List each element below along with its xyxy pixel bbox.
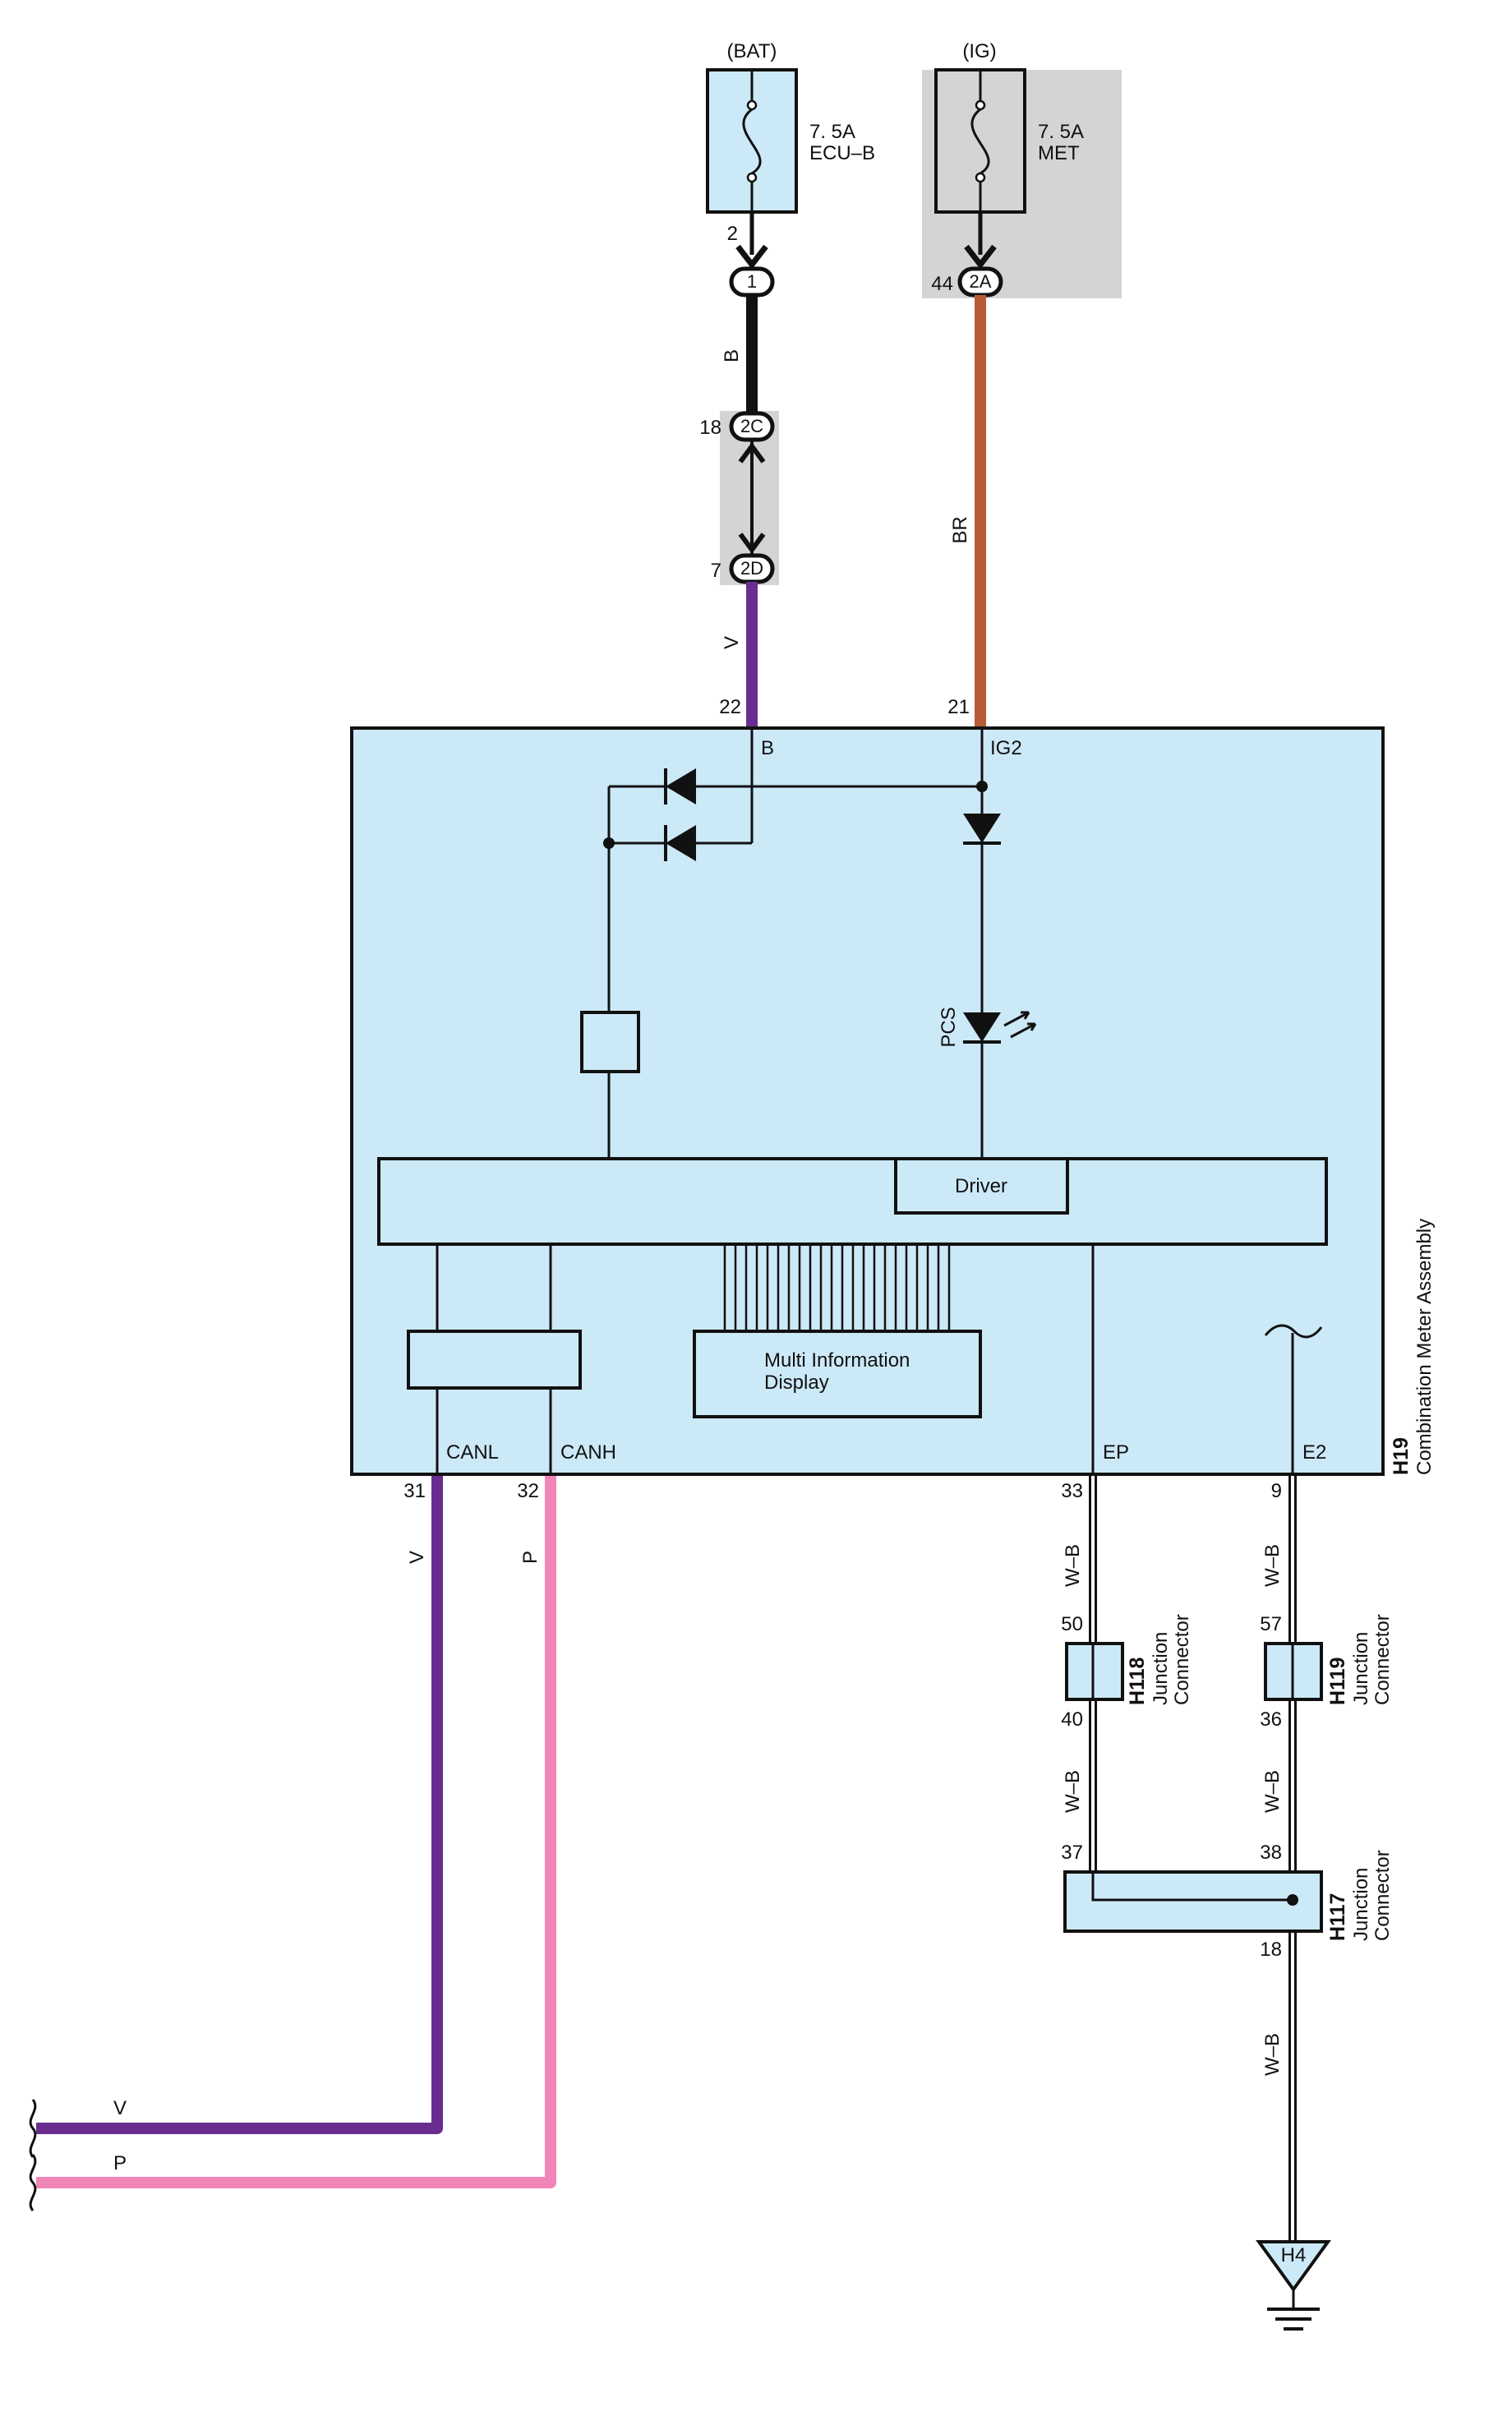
tilde-icon bbox=[1264, 1324, 1323, 1339]
meter-code: H19 bbox=[1390, 1437, 1413, 1475]
h118-pin-bottom: 40 bbox=[1061, 1708, 1083, 1731]
h118-line1: Junction bbox=[1150, 1632, 1172, 1705]
wire-v-can-label: V bbox=[406, 1551, 428, 1564]
junction-h118-box bbox=[1065, 1642, 1124, 1701]
term-ig2: IG2 bbox=[990, 737, 1022, 759]
h117-line2: Connector bbox=[1371, 1850, 1394, 1941]
driver-box bbox=[894, 1157, 1069, 1215]
h118-line2: Connector bbox=[1171, 1614, 1193, 1705]
wire-wb-label-3: W–B bbox=[1062, 1770, 1084, 1813]
ep-label: EP bbox=[1103, 1441, 1129, 1464]
wire-break-icon bbox=[29, 2099, 37, 2158]
arrow-down-icon bbox=[738, 533, 766, 555]
meter-pin-canh: 32 bbox=[517, 1480, 539, 1502]
connector-2a-label: 2A bbox=[970, 271, 992, 292]
diode-icon bbox=[963, 814, 1001, 843]
wire-br-label: BR bbox=[949, 516, 971, 543]
wire-wb-label-5: W–B bbox=[1261, 2033, 1284, 2076]
e2-label: E2 bbox=[1302, 1441, 1326, 1464]
h117-code: H117 bbox=[1326, 1893, 1349, 1941]
h118-pin-top: 50 bbox=[1061, 1613, 1083, 1635]
pcs-led-icon bbox=[963, 1012, 1001, 1042]
mid-line1: Multi Information bbox=[764, 1349, 910, 1372]
multi-information-display-box bbox=[693, 1330, 982, 1418]
ecu-b-fuse-name: ECU–B bbox=[809, 142, 875, 164]
wire-v-end-label: V bbox=[113, 2097, 127, 2119]
diode-icon bbox=[666, 825, 696, 861]
wire-p-can-label: P bbox=[519, 1551, 542, 1564]
h117-pin-left: 37 bbox=[1061, 1842, 1083, 1864]
meter-pin-b: 22 bbox=[719, 696, 741, 718]
wire-b-label: B bbox=[721, 349, 743, 362]
meter-pin-ig2: 21 bbox=[947, 696, 970, 718]
meter-pin-e2: 9 bbox=[1271, 1480, 1282, 1502]
wire-break-icon bbox=[29, 2154, 37, 2211]
arrow-up-icon bbox=[738, 441, 766, 463]
arrow-down-icon bbox=[964, 244, 997, 270]
wire-wb-label-2: W–B bbox=[1261, 1544, 1284, 1587]
h119-pin-top: 57 bbox=[1260, 1613, 1282, 1635]
wire-p-end-label: P bbox=[113, 2152, 127, 2174]
display-bus-lines bbox=[723, 1244, 951, 1331]
mid-line2: Display bbox=[764, 1372, 829, 1394]
connector-2d-label: 2D bbox=[740, 558, 763, 579]
connector-2c-pin: 18 bbox=[699, 417, 721, 439]
wire-wb-label-4: W–B bbox=[1261, 1770, 1284, 1813]
h118-code: H118 bbox=[1126, 1658, 1149, 1705]
h117-pin-bottom: 18 bbox=[1260, 1939, 1282, 1961]
wire-v-label: V bbox=[721, 636, 743, 649]
h119-line1: Junction bbox=[1350, 1632, 1372, 1705]
wire-p-can bbox=[36, 1476, 556, 2188]
h119-line2: Connector bbox=[1371, 1614, 1394, 1705]
arrow-down-icon bbox=[735, 244, 768, 270]
ground-h4-triangle bbox=[1256, 2240, 1331, 2293]
meter-name: Combination Meter Assembly bbox=[1413, 1219, 1436, 1475]
h119-pin-bottom: 36 bbox=[1260, 1708, 1282, 1731]
met-fuse-pin: 44 bbox=[931, 273, 953, 295]
ground-icon bbox=[1267, 2308, 1320, 2331]
ig-source-label: (IG) bbox=[962, 40, 996, 62]
ground-h4-code: H4 bbox=[1281, 2244, 1307, 2266]
pcs-label: PCS bbox=[938, 1007, 960, 1047]
connector-2d-pin: 7 bbox=[711, 560, 721, 582]
met-fuse-rating: 7. 5A bbox=[1038, 121, 1084, 143]
canl-label: CANL bbox=[446, 1441, 499, 1464]
term-b: B bbox=[761, 737, 774, 759]
meter-pin-ep: 33 bbox=[1061, 1480, 1083, 1502]
h117-pin-right: 38 bbox=[1260, 1842, 1282, 1864]
driver-label: Driver bbox=[955, 1175, 1007, 1197]
canh-label: CANH bbox=[560, 1441, 616, 1464]
small-internal-box bbox=[580, 1011, 640, 1073]
connector-2c-label: 2C bbox=[740, 416, 763, 436]
main-bus-bar bbox=[377, 1157, 1328, 1246]
bat-source-label: (BAT) bbox=[727, 40, 777, 62]
h117-line1: Junction bbox=[1350, 1868, 1372, 1941]
ecu-b-fuse-rating: 7. 5A bbox=[809, 121, 855, 143]
ecu-b-fuse-icon bbox=[742, 108, 762, 175]
meter-pin-canl: 31 bbox=[403, 1480, 426, 1502]
met-fuse-name: MET bbox=[1038, 142, 1080, 164]
bat-fuse-pin: 2 bbox=[727, 223, 738, 245]
can-interface-box bbox=[407, 1330, 582, 1390]
wire-v-can bbox=[36, 1476, 443, 2134]
wire-wb-label-1: W–B bbox=[1062, 1544, 1084, 1587]
junction-h117-box bbox=[1063, 1870, 1323, 1933]
met-fuse-icon bbox=[970, 108, 990, 175]
connector-1-label: 1 bbox=[747, 271, 757, 292]
h119-code: H119 bbox=[1326, 1658, 1349, 1705]
diode-icon bbox=[666, 768, 696, 805]
